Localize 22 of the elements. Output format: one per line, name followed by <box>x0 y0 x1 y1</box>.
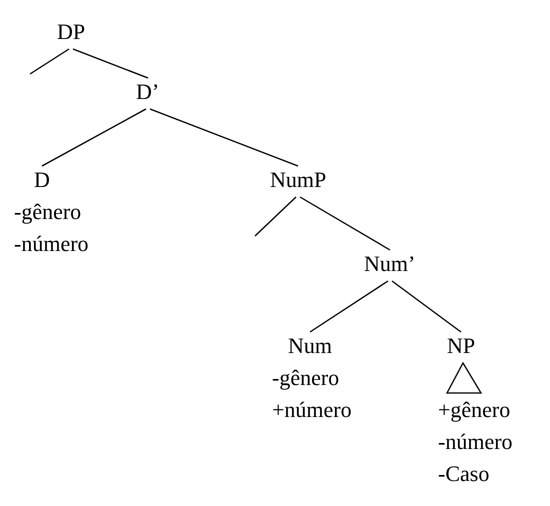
feature-label: -gênero <box>14 198 82 226</box>
tree-branch <box>42 108 146 167</box>
node-label: Num <box>288 332 332 360</box>
feature-label: -número <box>438 428 513 456</box>
node-label: D’ <box>136 78 160 106</box>
feature-label: -Caso <box>438 460 490 488</box>
feature-label: -gênero <box>272 364 340 392</box>
feature-label: +número <box>272 396 352 424</box>
feature-label: -número <box>14 230 89 258</box>
tree-branch <box>72 48 148 79</box>
tree-branch <box>300 196 390 251</box>
tree-branch <box>254 196 296 236</box>
node-label: DP <box>57 18 86 46</box>
tree-branch <box>150 108 298 167</box>
tree-branch <box>30 48 70 75</box>
node-label: NP <box>447 332 476 360</box>
node-label: D <box>34 166 50 194</box>
tree-branch <box>392 280 462 333</box>
node-label: Num’ <box>364 250 416 278</box>
tree-branch <box>310 280 388 333</box>
feature-label: +gênero <box>438 396 510 424</box>
node-label: NumP <box>270 166 326 194</box>
